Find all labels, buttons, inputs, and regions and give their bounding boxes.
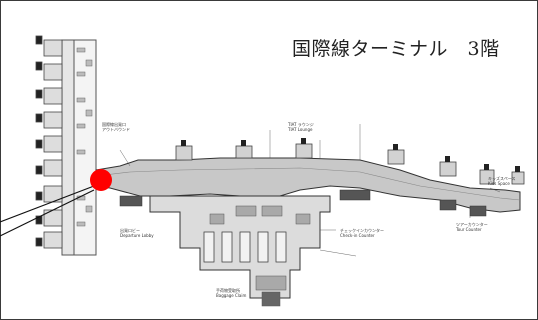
checkin-islands bbox=[203, 231, 287, 263]
pier-corridor-inner bbox=[73, 39, 97, 256]
pier-corridor-outer bbox=[61, 39, 75, 256]
map-label: 出発ロビー bbox=[120, 227, 140, 233]
map-label: 国際線出発口 bbox=[102, 121, 126, 127]
map-label: キッズスペース bbox=[488, 175, 516, 181]
map-label: TIAT ラウンジ bbox=[287, 121, 314, 127]
map-label: TIAT Lounge bbox=[287, 127, 313, 132]
map-label: アウトバウンド bbox=[102, 126, 130, 132]
map-label: チェックインカウンター bbox=[340, 227, 384, 233]
label-leaders bbox=[119, 124, 501, 257]
pointer-lines bbox=[0, 185, 95, 237]
left-gates bbox=[35, 35, 63, 249]
map-label: Kids Space bbox=[488, 181, 510, 186]
map-label: Baggage Claim bbox=[216, 293, 246, 298]
building-details bbox=[209, 205, 311, 307]
map-label: ツアーカウンター bbox=[456, 221, 488, 227]
map-label: Tour Counter bbox=[455, 227, 482, 232]
map-title: 国際線ターミナル 3階 bbox=[292, 38, 500, 60]
map-label: 手荷物受取所 bbox=[216, 287, 240, 293]
concourse-gates bbox=[175, 143, 525, 185]
pier-details bbox=[76, 47, 93, 227]
gate-icons bbox=[181, 138, 520, 172]
location-marker[interactable] bbox=[90, 169, 112, 191]
map-label: Check-in Counter bbox=[340, 233, 375, 238]
map-label: Departure Lobby bbox=[120, 233, 154, 238]
walkway-line bbox=[95, 167, 521, 201]
